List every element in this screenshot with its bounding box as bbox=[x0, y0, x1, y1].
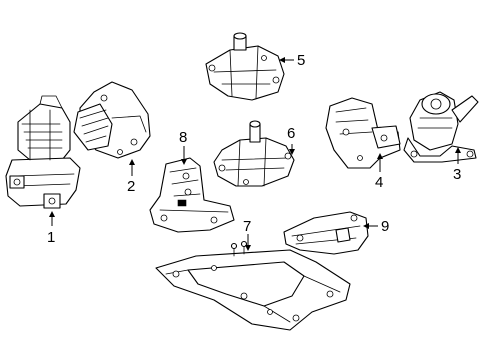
part-5-top-mount bbox=[205, 32, 285, 101]
part-8-support-bracket bbox=[149, 157, 235, 233]
callout-labels: 1 2 3 4 5 6 7 8 9 bbox=[47, 52, 461, 246]
callout-9: 9 bbox=[381, 218, 389, 235]
leader-lines bbox=[49, 57, 461, 251]
part-6-center-mount bbox=[213, 120, 295, 187]
part-2-mount-bracket bbox=[73, 81, 151, 159]
callout-8: 8 bbox=[179, 129, 187, 146]
callout-5: 5 bbox=[297, 52, 305, 69]
part-1-engine-mount bbox=[5, 95, 81, 209]
part-3-rear-mount bbox=[403, 91, 479, 163]
callout-3: 3 bbox=[453, 166, 461, 183]
callout-4: 4 bbox=[375, 174, 383, 191]
callout-2: 2 bbox=[127, 178, 135, 195]
callout-7: 7 bbox=[243, 218, 251, 235]
callout-1: 1 bbox=[47, 229, 55, 246]
part-9-lower-bracket bbox=[283, 211, 369, 255]
part-4-side-bracket bbox=[325, 97, 401, 169]
callout-6: 6 bbox=[287, 125, 295, 142]
part-7-subframe bbox=[155, 240, 351, 331]
